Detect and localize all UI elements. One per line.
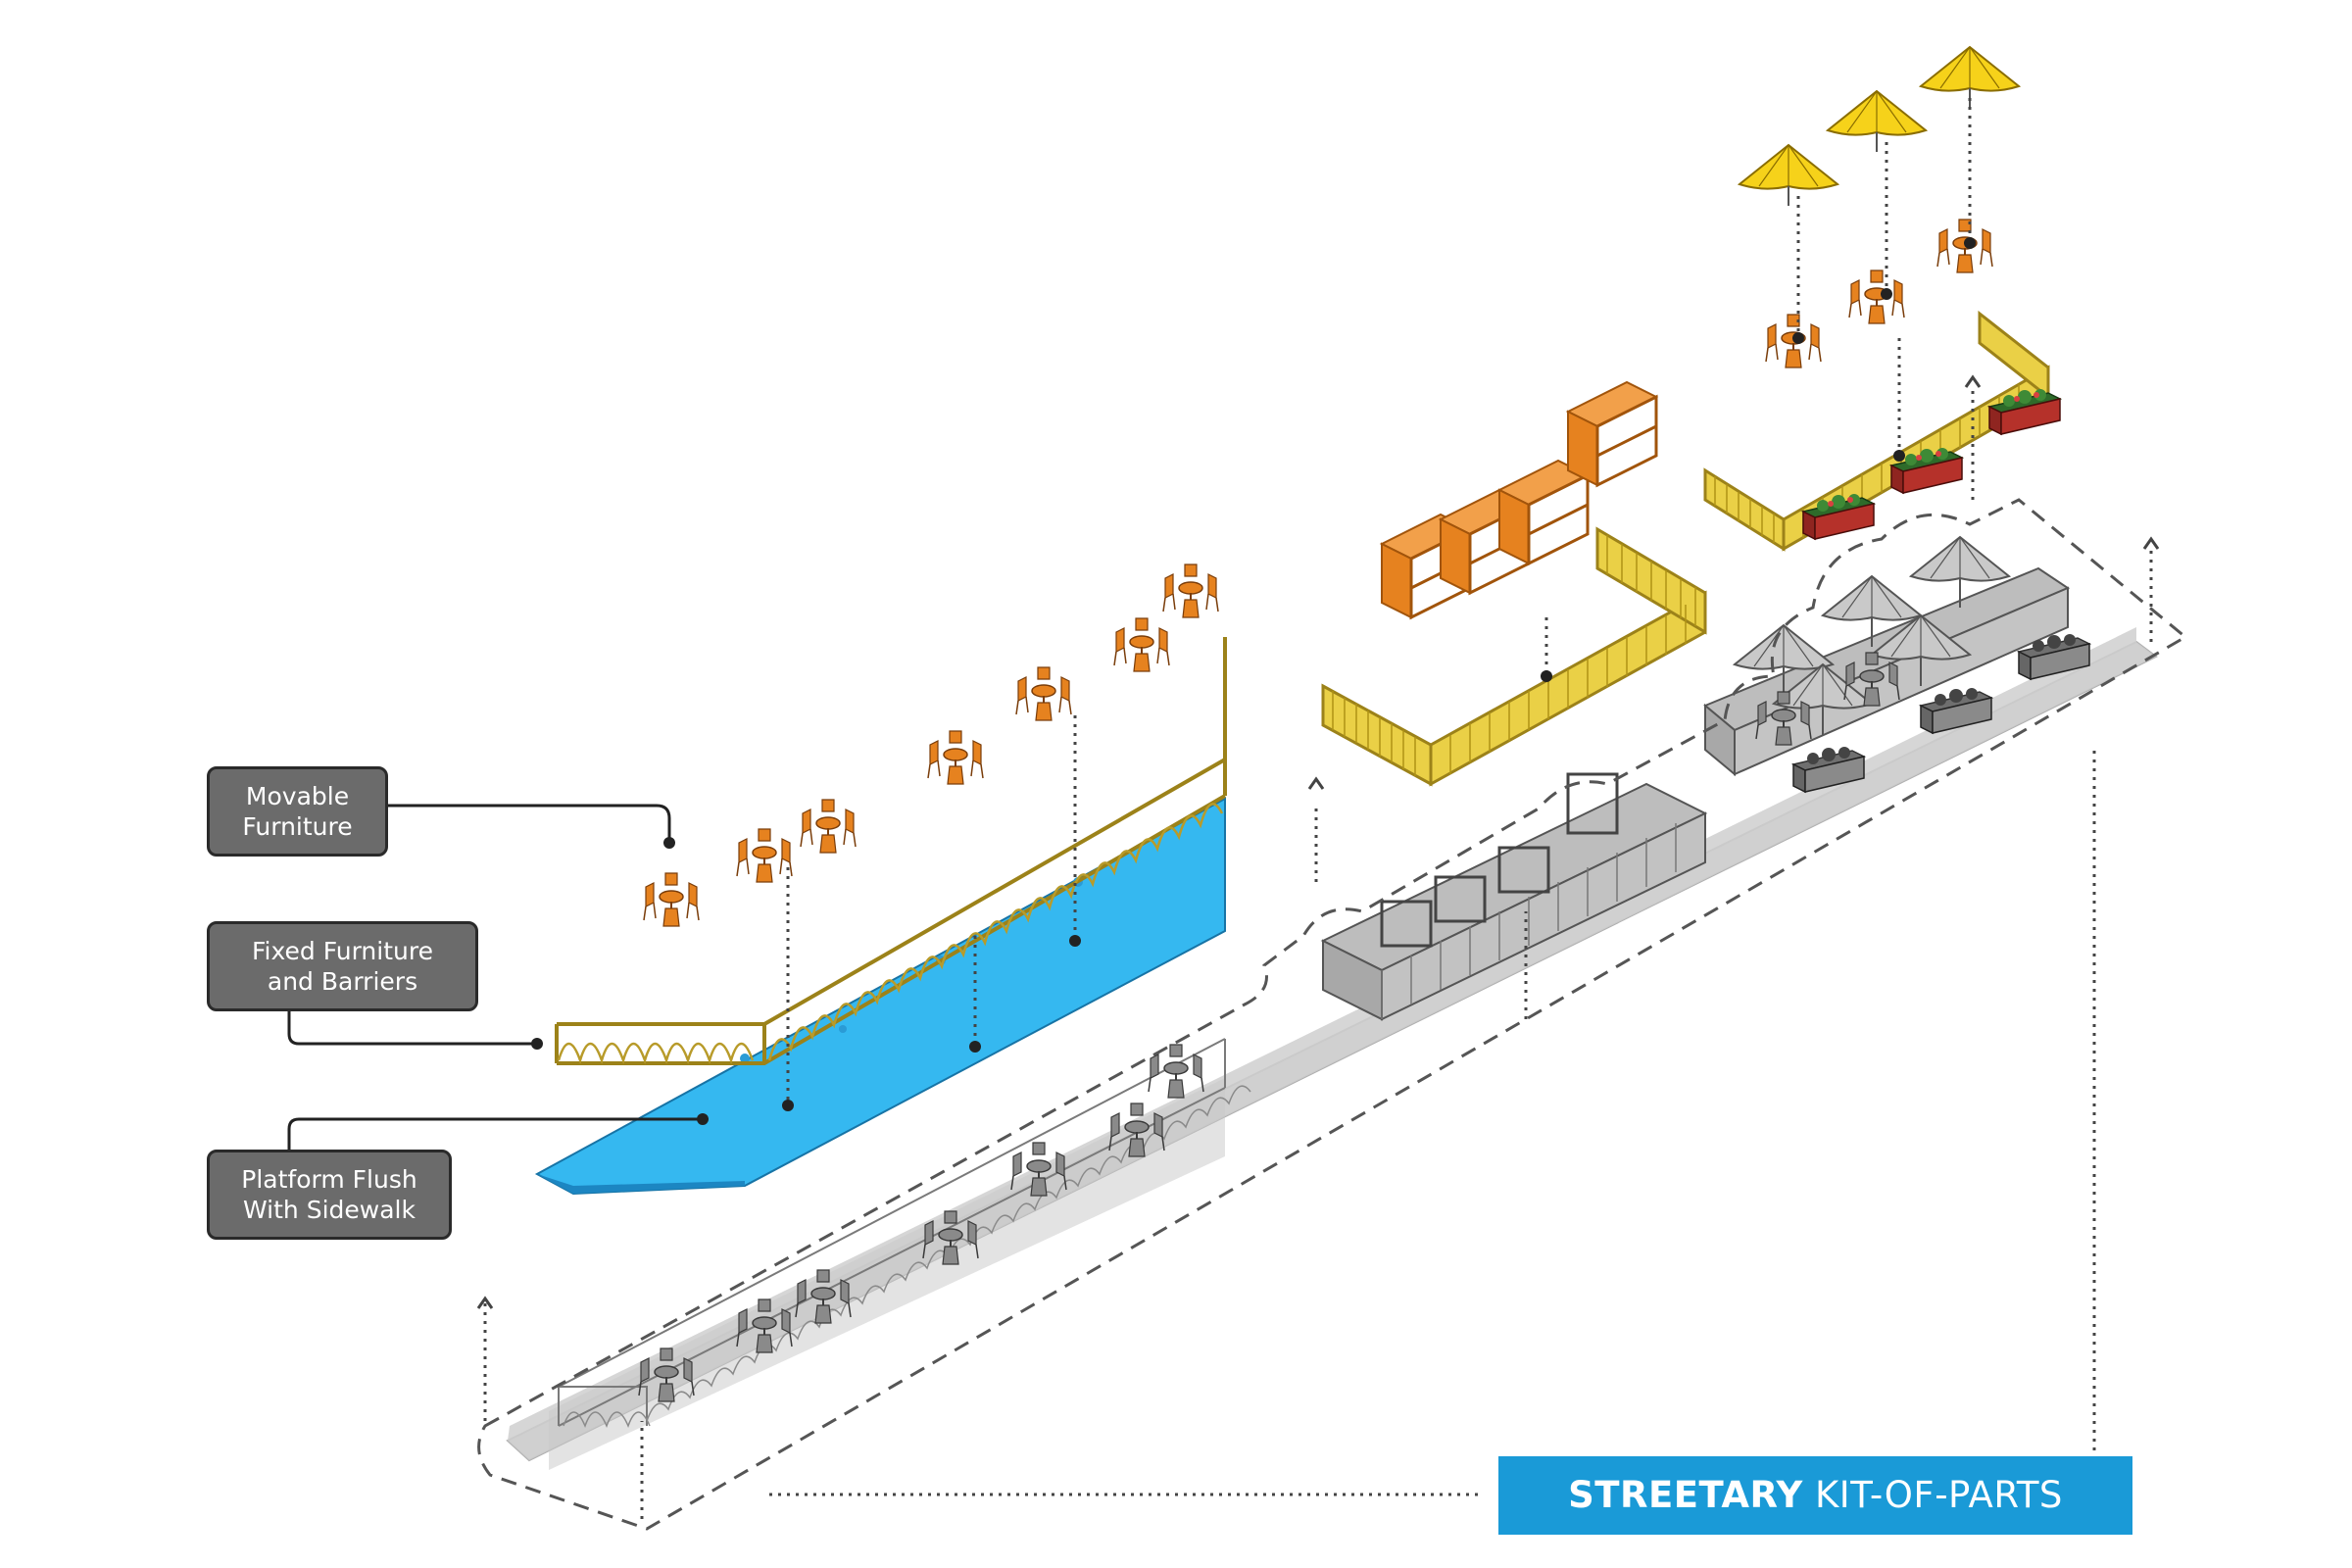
dotted-leaders [483, 98, 2153, 1519]
title-regular: KIT-OF-PARTS [1802, 1474, 2063, 1516]
arrow-up-icons [476, 374, 2160, 1309]
arched-railing-component [555, 637, 1227, 1065]
patio-component [1703, 46, 2061, 552]
label-connectors [287, 804, 703, 1161]
ghost-booths [1320, 772, 1708, 1021]
assembly-dashed-outline [477, 498, 2188, 1531]
label-platform-flush: Platform Flush With Sidewalk [207, 1150, 452, 1240]
title-banner: STREETARY KIT-OF-PARTS [1498, 1456, 2132, 1535]
ghost-patio [1703, 536, 2090, 793]
leader-dots [531, 237, 1976, 1125]
title-bold: STREETARY [1568, 1474, 1803, 1516]
assembled-streetary [477, 498, 2188, 1531]
label-movable-furniture: Movable Furniture [207, 766, 388, 857]
fence-booth-component [1321, 380, 1707, 787]
label-fixed-furniture: Fixed Furniture and Barriers [207, 921, 478, 1011]
